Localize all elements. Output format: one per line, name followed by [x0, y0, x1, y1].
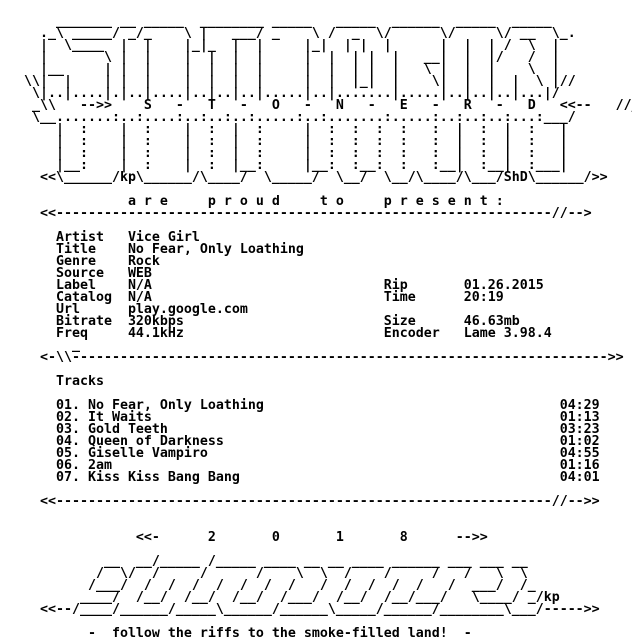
nfo-line: __ __/_____ /_____ ____ __ __ ____ _____… [24, 554, 528, 569]
nfo-line: 03. Gold Teeth 03:23 [24, 422, 600, 437]
nfo-line: Bitrate 320kbps Size 46.63mb [24, 314, 520, 329]
nfo-line: / \/ / / / \ \ / / / / \ \ [24, 566, 528, 581]
nfo-line: Label N/A Rip 01.26.2015 [24, 278, 544, 293]
nfo-line: - follow the riffs to the smoke-filled l… [24, 626, 472, 641]
nfo-line: Source WEB [24, 266, 152, 281]
nfo-line: a r e p r o u d t o p r e s e n t : [24, 194, 504, 209]
nfo-line: | : | : | : | : | : : : : : | : | : | [24, 146, 568, 161]
nfo-line: Tracks [24, 374, 104, 389]
nfo-line: <<--------------------------------------… [24, 206, 592, 221]
nfo-line: Artist Vice Girl [24, 230, 200, 245]
nfo-line: ._\ _____/ _/_ \ | ___/ _ \ / _ \/ \/ \/… [24, 26, 576, 41]
nfo-line: _ [24, 338, 80, 353]
nfo-line: ____/ /__/ /__/ /__/ /___/ /__/ /__/___/… [24, 590, 560, 605]
nfo-line: | \ | | | | | | | | | | | __| | |/ / | [24, 50, 560, 65]
nfo-line: |__: | : | : |__: |__: :__: : :__| :__| … [24, 158, 568, 173]
nfo-line: 05. Giselle Vampiro 04:55 [24, 446, 600, 461]
nfo-line: <<--------------------------------------… [24, 494, 600, 509]
nfo-line: Url play.google.com [24, 302, 248, 317]
nfo-line: 04. Queen of Darkness 01:02 [24, 434, 600, 449]
nfo-line: |__ | | | | | | | | | | | | \ | | | \ | [24, 62, 560, 77]
nfo-line: <-\\------------------------------------… [24, 350, 624, 365]
nfo-line: | \____ | | |_|_ | | |_| | | | | | | / \… [24, 38, 560, 53]
nfo-line: \|..|....|.|..|....|..|..|..|.....|..|..… [24, 86, 560, 101]
nfo-line: 01. No Fear, Only Loathing 04:29 [24, 398, 600, 413]
nfo-line: _______ __ _____ ________ _____ _____ __… [24, 14, 560, 29]
nfo-line: Genre Rock [24, 254, 160, 269]
nfo-line: <<- 2 0 1 8 -->> [24, 530, 488, 545]
nfo-line: Catalog N/A Time 20:19 [24, 290, 504, 305]
nfo-line: <<\______/kp\______/\____/ \_____/ \__/ … [24, 170, 608, 185]
nfo-line: _\\ -->> S - T - O - N - E - R - D <<-- … [24, 98, 632, 113]
nfo-line: \__.......:..:....:..:..:..:.....:..:...… [24, 110, 576, 125]
nfo-line: 06. 2am 01:16 [24, 458, 600, 473]
nfo-line: | : | : | : | : | : : : : : | : | : | [24, 122, 568, 137]
nfo-line: \\| | | | | | | | | | | |_| | \| | | | \… [24, 74, 576, 89]
nfo-line: /___/ / / / / / / / / / / / / / ___/ /_ [24, 578, 536, 593]
nfo-line: <<--/____/______/_____\______/______\___… [24, 602, 600, 617]
nfo-line: | : | : | : | : | : : : : : | : | : | [24, 134, 568, 149]
nfo-line: 02. It Waits 01:13 [24, 410, 600, 425]
nfo-line: 07. Kiss Kiss Bang Bang 04:01 [24, 470, 600, 485]
nfo-line: Title No Fear, Only Loathing [24, 242, 304, 257]
nfo-text: _______ __ _____ ________ _____ _____ __… [24, 4, 632, 640]
nfo-line: Freq 44.1kHz Encoder Lame 3.98.4 [24, 326, 552, 341]
